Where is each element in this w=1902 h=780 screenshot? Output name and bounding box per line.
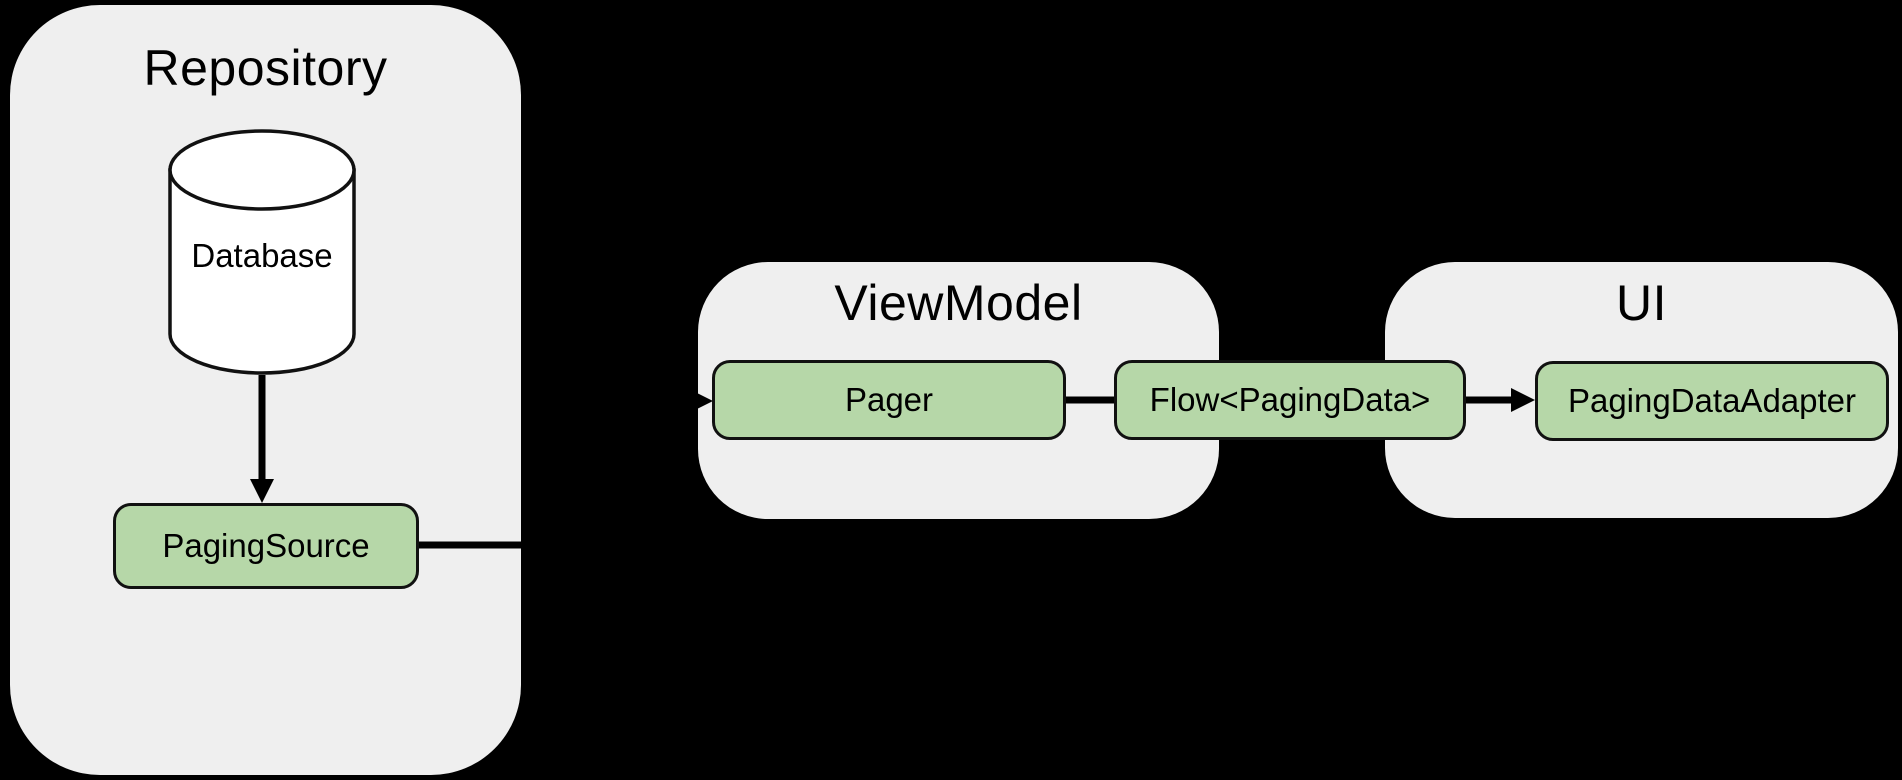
viewmodel-title: ViewModel [834,275,1083,331]
repository-title: Repository [143,40,388,96]
database-to-pagingsource-arrowhead-icon [250,479,274,503]
pagingsource-to-pager-arrow [416,397,692,549]
pagingsource-node: PagingSource [113,503,419,589]
database-cylinder-icon [168,168,356,375]
flow-pagingdata-node: Flow<PagingData> [1114,360,1466,440]
pager-node: Pager [712,360,1066,440]
pagingsource-node-label: PagingSource [162,527,370,564]
database-node-label: Database [191,237,333,274]
flow-to-adapter-arrowhead-icon [1511,388,1535,412]
pagingsource-to-pager-arrowhead-icon [689,389,713,413]
flow-pagingdata-node-label: Flow<PagingData> [1149,381,1431,418]
database-cylinder-top-icon [168,129,356,211]
pagingdataadapter-node-label: PagingDataAdapter [1567,382,1857,419]
pager-node-label: Pager [844,381,934,418]
pagingdataadapter-node: PagingDataAdapter [1535,361,1889,441]
ui-title: UI [1616,275,1667,331]
